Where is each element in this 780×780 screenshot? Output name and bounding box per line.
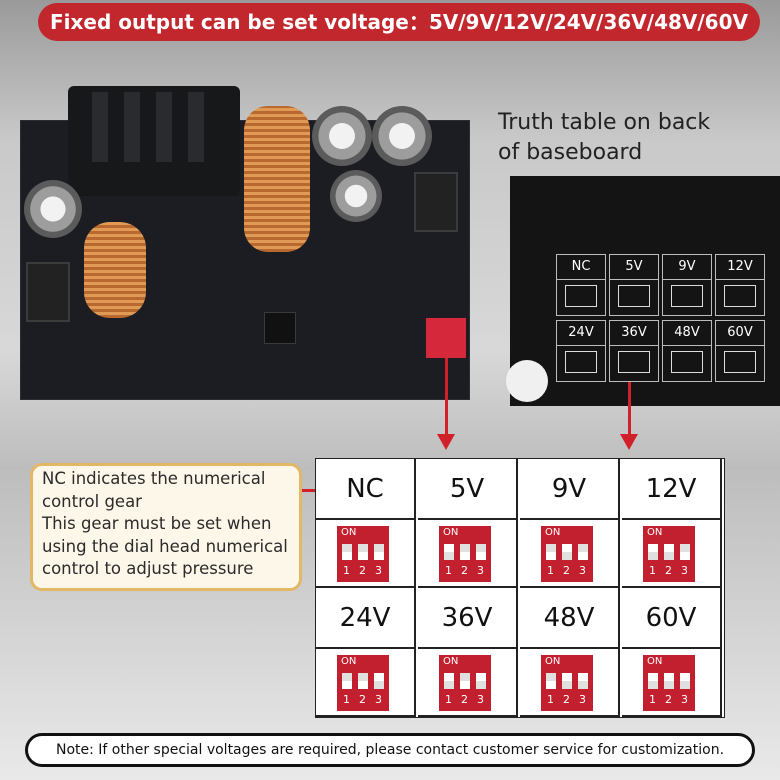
- baseboard-back: [510, 176, 780, 406]
- arrow-head-icon: [437, 434, 455, 450]
- nc-note: NC indicates the numerical control gear …: [30, 463, 302, 591]
- dip-slider: [460, 673, 470, 689]
- dip-slider: [358, 673, 368, 689]
- inductor-coil: [244, 106, 310, 252]
- voltage-label-nc: NC: [316, 459, 416, 520]
- mini-cell: 5V: [609, 254, 659, 316]
- arrow-board-to-table: [445, 358, 448, 436]
- dip-slider: [648, 544, 658, 560]
- dip-slider: [664, 673, 674, 689]
- voltage-label-60v: 60V: [622, 588, 722, 649]
- controller-chip: [264, 312, 296, 344]
- voltage-label-9v: 9V: [520, 459, 620, 520]
- truth-table-title: Truth table on back of baseboard: [498, 110, 711, 165]
- dip-slider: [680, 673, 690, 689]
- board-dip-switch: [426, 318, 466, 358]
- voltage-label-5v: 5V: [418, 459, 518, 520]
- output-terminal: [414, 172, 458, 232]
- dip-slider: [444, 544, 454, 560]
- dip-slider: [546, 544, 556, 560]
- capacitor: [312, 106, 372, 166]
- mini-cell: 9V: [662, 254, 712, 316]
- arrow-head-icon: [620, 434, 638, 450]
- mini-cell: 60V: [715, 320, 765, 382]
- dip-slider: [374, 544, 384, 560]
- capacitor: [24, 180, 82, 238]
- dip-slider: [562, 544, 572, 560]
- dip-slider: [444, 673, 454, 689]
- mini-cell: NC: [556, 254, 606, 316]
- dip-slider: [342, 544, 352, 560]
- dip-slider: [578, 673, 588, 689]
- capacitor: [372, 106, 432, 166]
- dip-slider: [476, 673, 486, 689]
- voltage-label-12v: 12V: [622, 459, 722, 520]
- dip-slider: [476, 544, 486, 560]
- dip-slider: [374, 673, 384, 689]
- dip-slider: [664, 544, 674, 560]
- mini-cell: 36V: [609, 320, 659, 382]
- dip-slider: [358, 544, 368, 560]
- customization-note: Note: If other special voltages are requ…: [25, 733, 755, 767]
- heatsink: [68, 86, 240, 196]
- baseboard-truth-table: NC 5V 9V 12V 24V 36V 48V 60V: [556, 254, 770, 384]
- voltage-label-48v: 48V: [520, 588, 620, 649]
- mini-cell: 24V: [556, 320, 606, 382]
- dip-slider: [680, 544, 690, 560]
- voltage-banner: Fixed output can be set voltage：5V/9V/12…: [38, 3, 760, 41]
- dip-slider: [460, 544, 470, 560]
- dip-slider: [342, 673, 352, 689]
- mini-cell: 12V: [715, 254, 765, 316]
- input-terminal: [26, 262, 70, 322]
- mini-cell: 48V: [662, 320, 712, 382]
- arrow-baseboard-to-table: [628, 382, 631, 436]
- dip-slider: [648, 673, 658, 689]
- mounting-standoff: [506, 360, 548, 402]
- dip-slider: [546, 673, 556, 689]
- capacitor: [330, 170, 382, 222]
- voltage-label-24v: 24V: [316, 588, 416, 649]
- dip-slider: [562, 673, 572, 689]
- inductor-coil-small: [84, 222, 146, 318]
- voltage-label-36v: 36V: [418, 588, 518, 649]
- dip-slider: [578, 544, 588, 560]
